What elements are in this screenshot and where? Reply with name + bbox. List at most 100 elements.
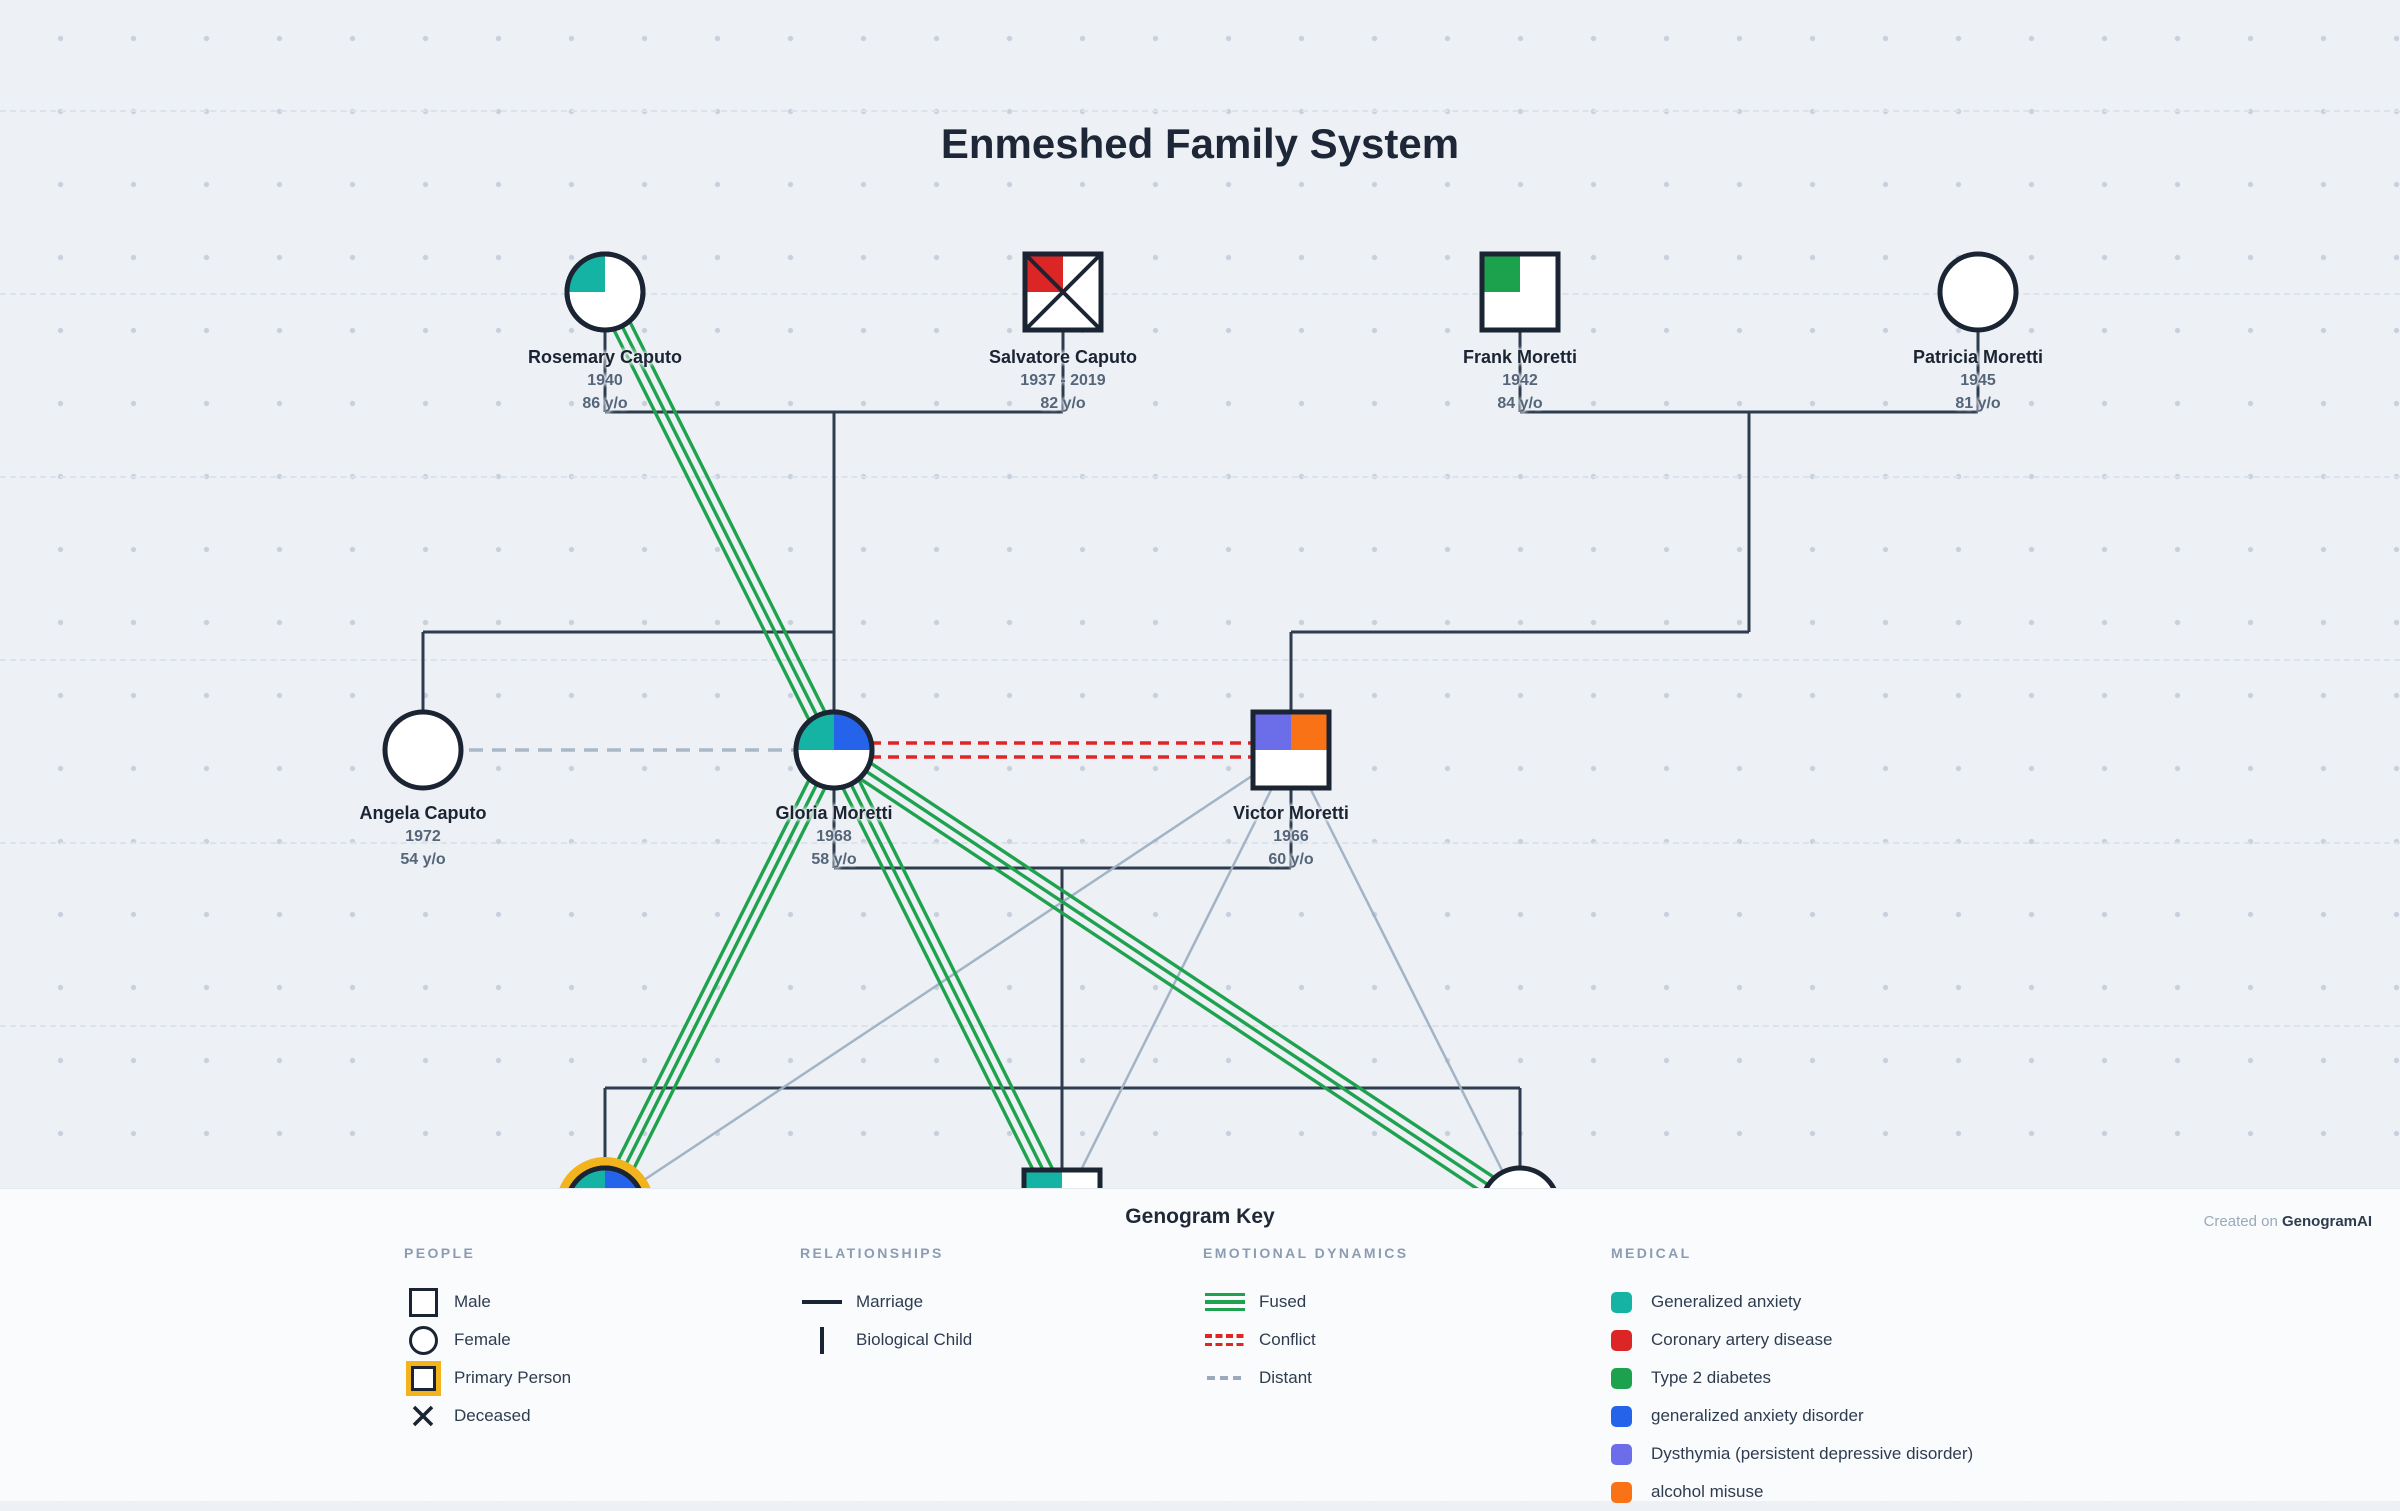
conflict-lines-icon	[1205, 1334, 1245, 1346]
key-item-label: Fused	[1259, 1292, 1307, 1311]
genogram-key-panel: Genogram Key Created on GenogramAI PEOPL…	[0, 1188, 2400, 1503]
person-node-rosemary[interactable]	[564, 251, 646, 333]
key-item-distant: Distant	[1203, 1359, 1316, 1397]
key-item-label: Female	[454, 1330, 511, 1349]
medical-swatch-coronary-artery-disease	[1611, 1329, 1632, 1351]
key-item-medical: Generalized anxiety	[1611, 1283, 1973, 1321]
grid-dashed-line	[0, 842, 2400, 844]
key-item-fused: Fused	[1203, 1283, 1316, 1321]
key-item-medical: Coronary artery disease	[1611, 1321, 1973, 1359]
male-symbol	[1479, 251, 1561, 333]
person-name: Victor Moretti	[1233, 803, 1349, 823]
key-item-label: Coronary artery disease	[1651, 1330, 1833, 1349]
key-header-emotional-dynamics: EMOTIONAL DYNAMICS	[1203, 1245, 1409, 1261]
female-symbol	[382, 709, 464, 791]
biological-child-line-icon	[820, 1326, 824, 1354]
grid-dashed-line	[0, 1025, 2400, 1027]
medical-quarter-dysthymia	[1253, 712, 1291, 750]
medical-swatch-type-2-diabetes	[1611, 1367, 1632, 1389]
female-symbol-icon	[408, 1325, 438, 1355]
male-symbol	[1022, 251, 1104, 333]
person-dates: 1968	[816, 828, 852, 845]
person-label-frank: Frank Moretti 1942 84 y/o	[1463, 346, 1577, 415]
key-item-medical: alcohol misuse	[1611, 1473, 1973, 1511]
page-title: Enmeshed Family System	[940, 120, 1460, 167]
marriage-line-icon	[802, 1300, 842, 1304]
medical-swatch-dysthymia	[1611, 1443, 1632, 1465]
key-header-relationships: RELATIONSHIPS	[800, 1245, 944, 1261]
medical-quarter-generalized-anxiety	[567, 254, 605, 292]
male-symbol	[1250, 709, 1332, 791]
key-item-label: Generalized anxiety	[1651, 1292, 1802, 1311]
key-item-marriage: Marriage	[800, 1283, 972, 1321]
key-item-label: generalized anxiety disorder	[1651, 1406, 1864, 1425]
person-dates: 1966	[1273, 828, 1309, 845]
key-item-label: Primary Person	[454, 1368, 572, 1387]
grid-dashed-line	[0, 476, 2400, 478]
key-item-label: Conflict	[1259, 1330, 1316, 1349]
key-header-medical: MEDICAL	[1611, 1245, 1692, 1261]
key-item-conflict: Conflict	[1203, 1321, 1316, 1359]
person-label-rosemary: Rosemary Caputo 1940 86 y/o	[528, 346, 682, 415]
primary-person-icon	[410, 1365, 436, 1391]
fused-line-gloria-middle-child	[824, 745, 1072, 1213]
person-label-gloria: Gloria Moretti 1968 58 y/o	[775, 802, 892, 871]
credit: Created on GenogramAI	[2204, 1213, 2372, 1230]
fused-line-rosemary-gloria	[595, 287, 844, 755]
person-node-victor[interactable]	[1250, 709, 1332, 791]
person-label-patricia: Patricia Moretti 1945 81 y/o	[1913, 346, 2043, 415]
key-item-label: alcohol misuse	[1651, 1482, 1764, 1501]
key-item-biological-child: Biological Child	[800, 1321, 972, 1359]
fused-lines	[595, 287, 1526, 1216]
person-name: Frank Moretti	[1462, 347, 1578, 367]
person-age: 81 y/o	[1955, 395, 2001, 412]
deceased-cross-icon	[412, 1405, 434, 1427]
person-label-angela: Angela Caputo 1972 54 y/o	[359, 802, 486, 871]
key-item-label: Marriage	[856, 1292, 924, 1311]
person-name: Patricia Moretti	[1912, 347, 2044, 367]
person-age: 58 y/o	[811, 851, 857, 868]
person-node-salvatore[interactable]	[1022, 251, 1104, 333]
male-symbol-icon	[408, 1287, 438, 1317]
key-item-label: Type 2 diabetes	[1651, 1368, 1772, 1387]
person-name: Rosemary Caputo	[527, 347, 683, 367]
key-item-primary-person: Primary Person	[404, 1359, 571, 1397]
person-label-victor: Victor Moretti 1966 60 y/o	[1233, 802, 1349, 871]
key-item-female: Female	[404, 1321, 571, 1359]
medical-swatch-generalized-anxiety	[1611, 1291, 1632, 1313]
person-node-frank[interactable]	[1479, 251, 1561, 333]
key-item-label: Distant	[1259, 1368, 1312, 1387]
conflict-line-gloria-victor	[834, 741, 1291, 759]
distant-line-victor-right-child	[1289, 749, 1522, 1207]
person-age: 84 y/o	[1497, 395, 1543, 412]
female-symbol	[564, 251, 646, 333]
family-structure-lines	[421, 330, 1980, 1170]
key-item-male: Male	[404, 1283, 571, 1321]
person-node-patricia[interactable]	[1937, 251, 2019, 333]
person-age: 82 y/o	[1040, 395, 1086, 412]
person-name: Gloria Moretti	[775, 803, 893, 823]
key-item-label: Deceased	[454, 1406, 531, 1425]
person-dates: 1972	[405, 828, 441, 845]
key-item-label: Dysthymia (persistent depressive disorde…	[1651, 1444, 1974, 1463]
person-node-gloria[interactable]	[793, 709, 875, 791]
person-age: 86 y/o	[582, 395, 628, 412]
medical-quarter-type-2-diabetes	[1482, 254, 1520, 292]
fused-line-gloria-right-child	[828, 740, 1526, 1216]
person-age: 54 y/o	[400, 851, 446, 868]
female-symbol	[793, 709, 875, 791]
person-age: 60 y/o	[1268, 851, 1314, 868]
person-dates: 1937 - 2019	[1020, 372, 1106, 389]
key-title: Genogram Key	[1125, 1205, 1275, 1228]
grid-dashed-line	[0, 659, 2400, 661]
key-item-deceased: Deceased	[404, 1397, 571, 1435]
medical-quarter-generalized-anxiety	[796, 712, 834, 750]
key-item-label: Biological Child	[856, 1330, 973, 1349]
person-label-salvatore: Salvatore Caputo 1937 - 2019 82 y/o	[989, 346, 1137, 415]
key-item-medical: Dysthymia (persistent depressive disorde…	[1611, 1435, 1973, 1473]
person-dates: 1940	[587, 372, 623, 389]
person-node-angela[interactable]	[382, 709, 464, 791]
fused-line-gloria-left-child	[595, 745, 844, 1211]
key-item-medical: Type 2 diabetes	[1611, 1359, 1973, 1397]
